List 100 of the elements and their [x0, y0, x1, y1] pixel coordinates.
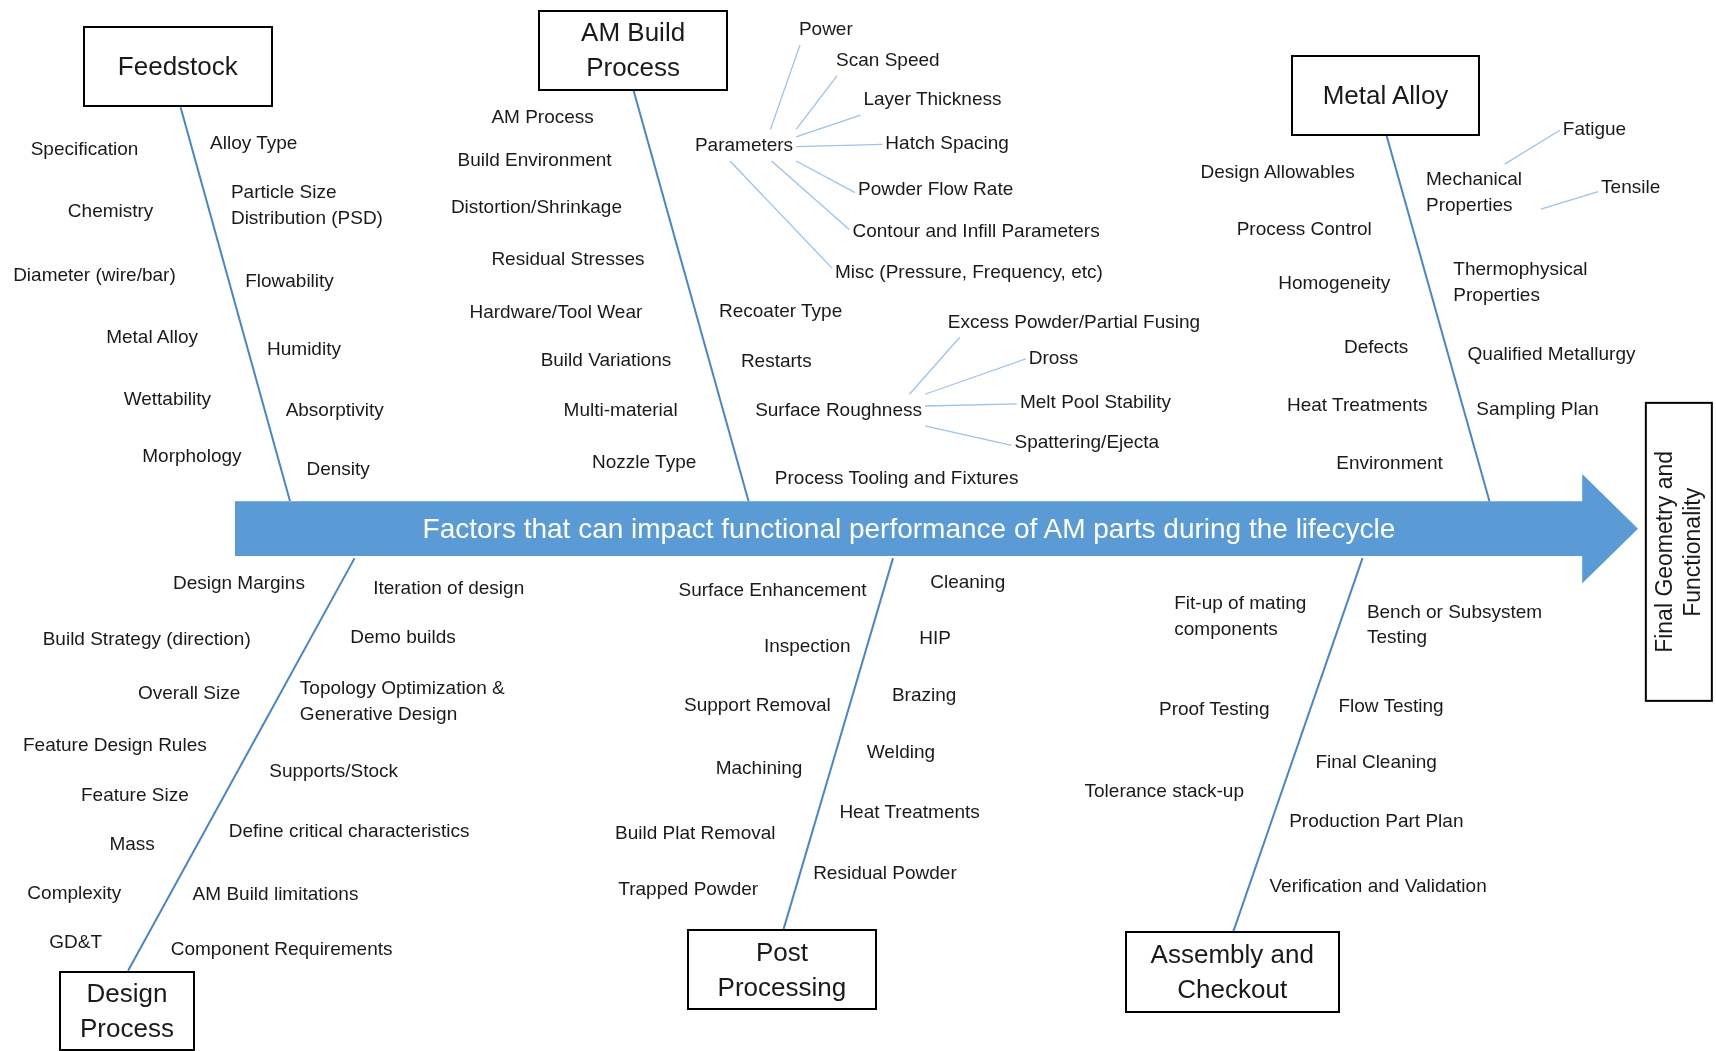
cause-label: Multi-material [563, 398, 678, 423]
cause-label: Build Environment [457, 147, 612, 172]
cause-label: Absorptivity [285, 398, 384, 423]
cause-label: Environment [1336, 450, 1443, 475]
cause-label: Verification and Validation [1269, 874, 1487, 899]
cause-label: Bench or Subsystem Testing [1366, 599, 1544, 650]
cause-label: Residual Stresses [491, 247, 645, 272]
leader-line [795, 75, 838, 131]
leader-line [1540, 190, 1599, 210]
cause-label: Flow Testing [1338, 693, 1444, 718]
cause-label: Humidity [267, 336, 341, 361]
cause-label: Alloy Type [210, 131, 298, 156]
cause-label: Heat Treatments [1287, 392, 1428, 417]
cause-label: Topology Optimization & Generative Design [299, 676, 506, 726]
cause-label: Homogeneity [1278, 271, 1391, 296]
cause-label: Recoater Type [719, 298, 843, 323]
cause-label: Welding [866, 739, 936, 764]
cause-label: GD&T [49, 930, 102, 955]
cause-label: Fit-up of mating components [1174, 590, 1308, 641]
category-box: Metal Alloy [1291, 54, 1480, 136]
category-box: Assembly and Checkout [1125, 931, 1340, 1014]
bone-line [127, 557, 356, 972]
cause-label: Mass [109, 831, 155, 856]
cause-label: Process Tooling and Fixtures [774, 466, 1019, 491]
cause-label: Build Variations [540, 347, 672, 372]
bone-line [1385, 134, 1491, 503]
cause-label: Support Removal [684, 692, 831, 717]
cause-label: Tensile [1601, 174, 1661, 200]
cause-label: Power [798, 16, 853, 43]
cause-label: Dross [1028, 344, 1079, 371]
cause-label: Parameters [694, 132, 794, 159]
cause-label: Feature Design Rules [22, 733, 207, 758]
cause-label: Hardware/Tool Wear [469, 299, 643, 324]
leader-line [908, 336, 961, 395]
cause-label: Final Cleaning [1315, 749, 1437, 774]
cause-label: Production Part Plan [1289, 808, 1464, 833]
cause-label: Tolerance stack-up [1084, 779, 1244, 804]
cause-label: Layer Thickness [863, 86, 1002, 113]
category-box: AM Build Process [538, 9, 728, 91]
cause-label: Proof Testing [1158, 697, 1270, 721]
category-box: Design Process [59, 970, 195, 1051]
cause-label: Supports/Stock [269, 759, 399, 784]
cause-label: Machining [715, 756, 803, 781]
cause-label: Design Allowables [1200, 159, 1355, 184]
cause-label: Hatch Spacing [885, 130, 1009, 156]
leader-line [795, 114, 862, 138]
cause-label: Powder Flow Rate [858, 176, 1014, 202]
cause-label: Defects [1343, 334, 1409, 359]
bone-line [1232, 557, 1364, 933]
cause-label: Chemistry [67, 199, 154, 224]
cause-label: HIP [919, 625, 951, 650]
cause-label: Specification [30, 136, 139, 161]
category-box: Post Processing [687, 929, 877, 1011]
cause-label: Feature Size [81, 783, 189, 808]
cause-label: Contour and Infill Parameters [852, 217, 1100, 244]
cause-label: Inspection [763, 633, 851, 658]
leader-line [770, 160, 851, 231]
cause-label: Surface Roughness [755, 397, 922, 423]
cause-label: Iteration of design [373, 575, 525, 600]
leader-line [769, 44, 801, 131]
cause-label: Fatigue [1562, 116, 1627, 142]
cause-label: Build Strategy (direction) [42, 627, 251, 651]
cause-label: Build Plat Removal [615, 820, 776, 845]
cause-label: Wettability [123, 387, 211, 412]
cause-label: Nozzle Type [592, 449, 697, 474]
cause-label: Overall Size [137, 680, 241, 705]
cause-label: Complexity [27, 880, 122, 905]
spine-label: Factors that can impact functional performance of AM parts during the lifecycle [421, 511, 1397, 546]
leader-line [729, 160, 833, 269]
cause-label: Trapped Powder [618, 876, 759, 901]
cause-label: Cleaning [930, 570, 1006, 595]
cause-label: Density [306, 457, 370, 482]
cause-label: Metal Alloy [106, 324, 198, 349]
cause-label: Scan Speed [836, 47, 940, 73]
leader-line [795, 160, 856, 194]
cause-label: Morphology [142, 444, 242, 469]
cause-label: Melt Pool Stability [1019, 388, 1171, 415]
bone-line [782, 557, 894, 931]
cause-label: Excess Powder/Partial Fusing [947, 308, 1201, 335]
cause-label: Heat Treatments [839, 799, 980, 824]
cause-label: Process Control [1236, 216, 1372, 241]
leader-line [924, 358, 1027, 395]
cause-label: Residual Powder [813, 861, 957, 886]
leader-line [924, 425, 1013, 447]
cause-label: Thermophysical Properties [1453, 257, 1589, 307]
cause-label: Demo builds [350, 624, 456, 649]
bone-line [632, 89, 750, 503]
cause-label: Component Requirements [170, 936, 393, 961]
cause-label: Misc (Pressure, Frequency, etc) [835, 259, 1103, 285]
cause-label: Mechanical Properties [1426, 166, 1563, 218]
leader-line [795, 143, 883, 148]
cause-label: Brazing [891, 682, 957, 707]
cause-label: Restarts [740, 349, 812, 373]
category-box: Feedstock [83, 26, 273, 108]
cause-label: Qualified Metallurgy [1467, 342, 1636, 367]
cause-label: AM Build limitations [192, 881, 359, 906]
cause-label: Particle Size Distribution (PSD) [230, 180, 384, 231]
bone-line [179, 106, 291, 503]
cause-label: Surface Enhancement [678, 577, 867, 602]
cause-label: Spattering/Ejecta [1014, 429, 1160, 455]
